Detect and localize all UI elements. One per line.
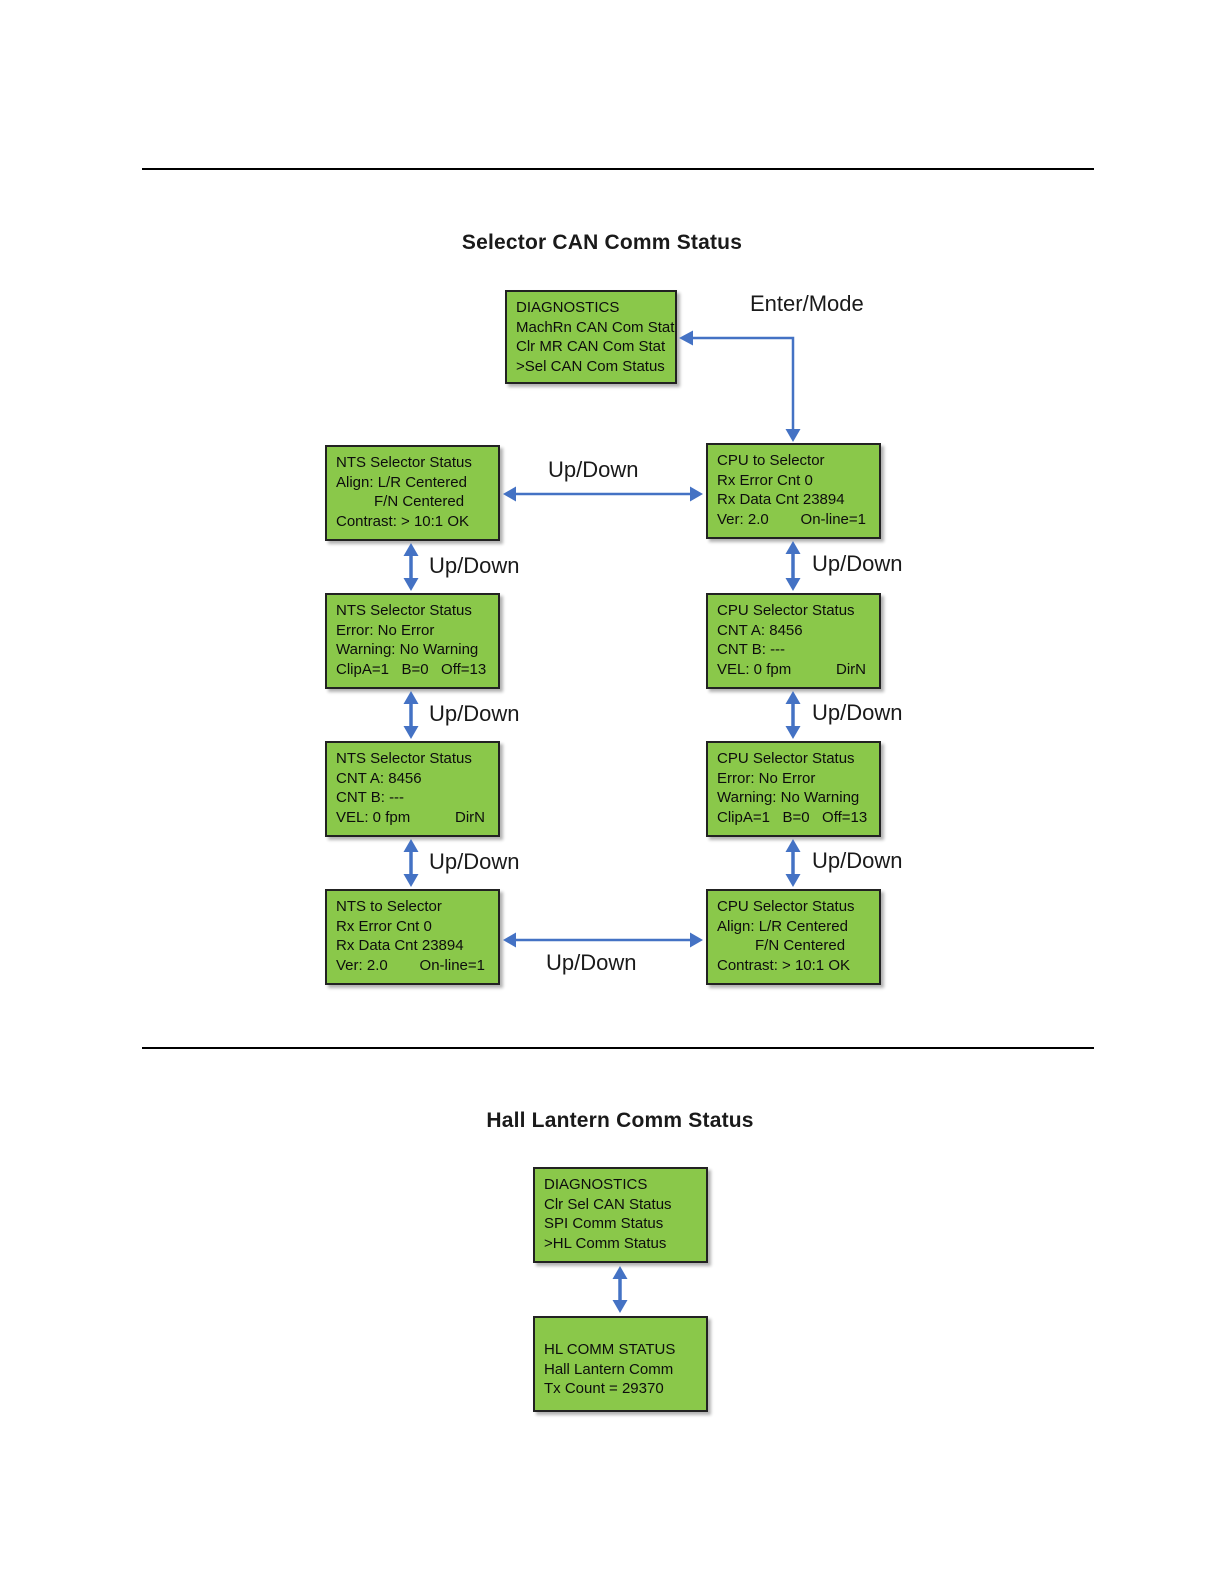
box-line: SPI Comm Status bbox=[544, 1215, 664, 1232]
arrow-updown-l1 bbox=[403, 543, 419, 591]
box-line-left: Ver: 2.0 bbox=[717, 510, 769, 528]
box-line: VEL: 0 fpm DirN bbox=[717, 660, 870, 680]
box-line: CPU Selector Status bbox=[717, 898, 855, 915]
box-line: CNT B: --- bbox=[336, 789, 405, 806]
box-line: Warning: No Warning bbox=[717, 789, 860, 806]
top-divider bbox=[142, 168, 1094, 170]
box-line: CPU Selector Status bbox=[717, 750, 855, 767]
box-line: ClipA=1 B=0 Off=13 bbox=[717, 808, 868, 826]
box-line: Rx Error Cnt 0 bbox=[717, 471, 813, 489]
box-line: Ver: 2.0 On-line=1 bbox=[717, 510, 870, 530]
updown-label-l2: Up/Down bbox=[429, 701, 520, 726]
nts-selector-count-box: NTS Selector Status CNT A: 8456 CNT B: -… bbox=[325, 741, 500, 837]
cpu-selector-count-box: CPU Selector Status CNT A: 8456 CNT B: -… bbox=[706, 593, 881, 689]
box-line: Rx Data Cnt 23894 bbox=[717, 491, 845, 508]
box-line: Error: No Error bbox=[336, 621, 435, 639]
box-line-left: VEL: 0 fpm bbox=[336, 808, 411, 826]
box-line: Ver: 2.0 On-line=1 bbox=[336, 956, 489, 976]
arrow-updown-l3 bbox=[403, 839, 419, 887]
box-line: F/N Centered bbox=[755, 937, 846, 954]
box-line: Align: L/R Centered bbox=[336, 473, 467, 491]
box-line: ClipA=1 B=0 Off=13 bbox=[336, 660, 487, 678]
box-line-right: DirN bbox=[455, 808, 485, 826]
arrow-updown-h2 bbox=[503, 932, 703, 948]
diagnostics-menu-box-2: DIAGNOSTICS Clr Sel CAN Status SPI Comm … bbox=[533, 1167, 708, 1263]
box-line: CNT B: --- bbox=[717, 641, 786, 658]
box-line: Hall Lantern Comm bbox=[544, 1360, 674, 1378]
updown-label-l1: Up/Down bbox=[429, 553, 520, 578]
box-line-left: Ver: 2.0 bbox=[336, 956, 388, 974]
arrow-updown-r1 bbox=[785, 541, 801, 591]
updown-label-r1: Up/Down bbox=[812, 551, 903, 576]
box-line-right: DirN bbox=[836, 660, 866, 678]
hl-comm-status-box: HL COMM STATUS Hall Lantern Comm Tx Coun… bbox=[533, 1316, 708, 1412]
updown-label-h2: Up/Down bbox=[546, 950, 637, 975]
box-line: CPU to Selector bbox=[717, 452, 825, 469]
nts-selector-align-box: NTS Selector Status Align: L/R Centered … bbox=[325, 445, 500, 541]
box-line: NTS Selector Status bbox=[336, 750, 472, 767]
box-line: DIAGNOSTICS bbox=[544, 1176, 648, 1193]
box-line: Rx Data Cnt 23894 bbox=[336, 937, 464, 954]
box-line-right: On-line=1 bbox=[419, 956, 485, 974]
middle-divider bbox=[142, 1047, 1094, 1049]
box-line: NTS to Selector bbox=[336, 898, 442, 915]
updown-label-r3: Up/Down bbox=[812, 848, 903, 873]
box-line-left: VEL: 0 fpm bbox=[717, 660, 792, 678]
box-line: MachRn CAN Com Stat bbox=[516, 318, 675, 336]
box-line: DIAGNOSTICS bbox=[516, 299, 620, 316]
nts-to-selector-box: NTS to Selector Rx Error Cnt 0 Rx Data C… bbox=[325, 889, 500, 985]
box-line: Tx Count = 29370 bbox=[544, 1380, 664, 1397]
box-line: Contrast: > 10:1 OK bbox=[717, 956, 850, 974]
box-line: Clr MR CAN Com Stat bbox=[516, 338, 666, 355]
arrow-updown-r2 bbox=[785, 691, 801, 739]
box-line: Rx Error Cnt 0 bbox=[336, 917, 432, 935]
cpu-selector-error-box: CPU Selector Status Error: No Error Warn… bbox=[706, 741, 881, 837]
cpu-to-selector-box: CPU to Selector Rx Error Cnt 0 Rx Data C… bbox=[706, 443, 881, 539]
box-line: VEL: 0 fpm DirN bbox=[336, 808, 489, 828]
cpu-selector-align-box: CPU Selector Status Align: L/R Centered … bbox=[706, 889, 881, 985]
box-line: Contrast: > 10:1 OK bbox=[336, 512, 469, 530]
box-line: Clr Sel CAN Status bbox=[544, 1195, 672, 1213]
box-line: Error: No Error bbox=[717, 769, 816, 787]
diagnostics-menu-box-1: DIAGNOSTICS MachRn CAN Com Stat Clr MR C… bbox=[505, 290, 677, 384]
arrow-updown-r3 bbox=[785, 839, 801, 887]
updown-label-h1: Up/Down bbox=[548, 457, 639, 482]
box-line-right: On-line=1 bbox=[800, 510, 866, 528]
box-line: CNT A: 8456 bbox=[717, 621, 803, 639]
nts-selector-error-box: NTS Selector Status Error: No Error Warn… bbox=[325, 593, 500, 689]
box-line: CNT A: 8456 bbox=[336, 769, 422, 787]
updown-label-l3: Up/Down bbox=[429, 849, 520, 874]
box-line: >Sel CAN Com Status bbox=[516, 357, 665, 375]
updown-label-r2: Up/Down bbox=[812, 700, 903, 725]
enter-mode-label: Enter/Mode bbox=[750, 291, 864, 316]
box-line: NTS Selector Status bbox=[336, 602, 472, 619]
arrow-updown-h1 bbox=[503, 486, 703, 502]
arrow-hl-updown bbox=[612, 1266, 628, 1313]
arrow-enter-mode bbox=[679, 330, 801, 442]
box-line: CPU Selector Status bbox=[717, 602, 855, 619]
section2-title: Hall Lantern Comm Status bbox=[486, 1109, 754, 1132]
box-line: NTS Selector Status bbox=[336, 454, 472, 471]
box-line: F/N Centered bbox=[374, 493, 465, 510]
arrow-updown-l2 bbox=[403, 691, 419, 739]
box-line: Warning: No Warning bbox=[336, 641, 479, 658]
section1-title: Selector CAN Comm Status bbox=[461, 231, 743, 254]
box-line: Align: L/R Centered bbox=[717, 917, 848, 935]
box-line: HL COMM STATUS bbox=[544, 1341, 676, 1358]
box-line: >HL Comm Status bbox=[544, 1234, 667, 1252]
